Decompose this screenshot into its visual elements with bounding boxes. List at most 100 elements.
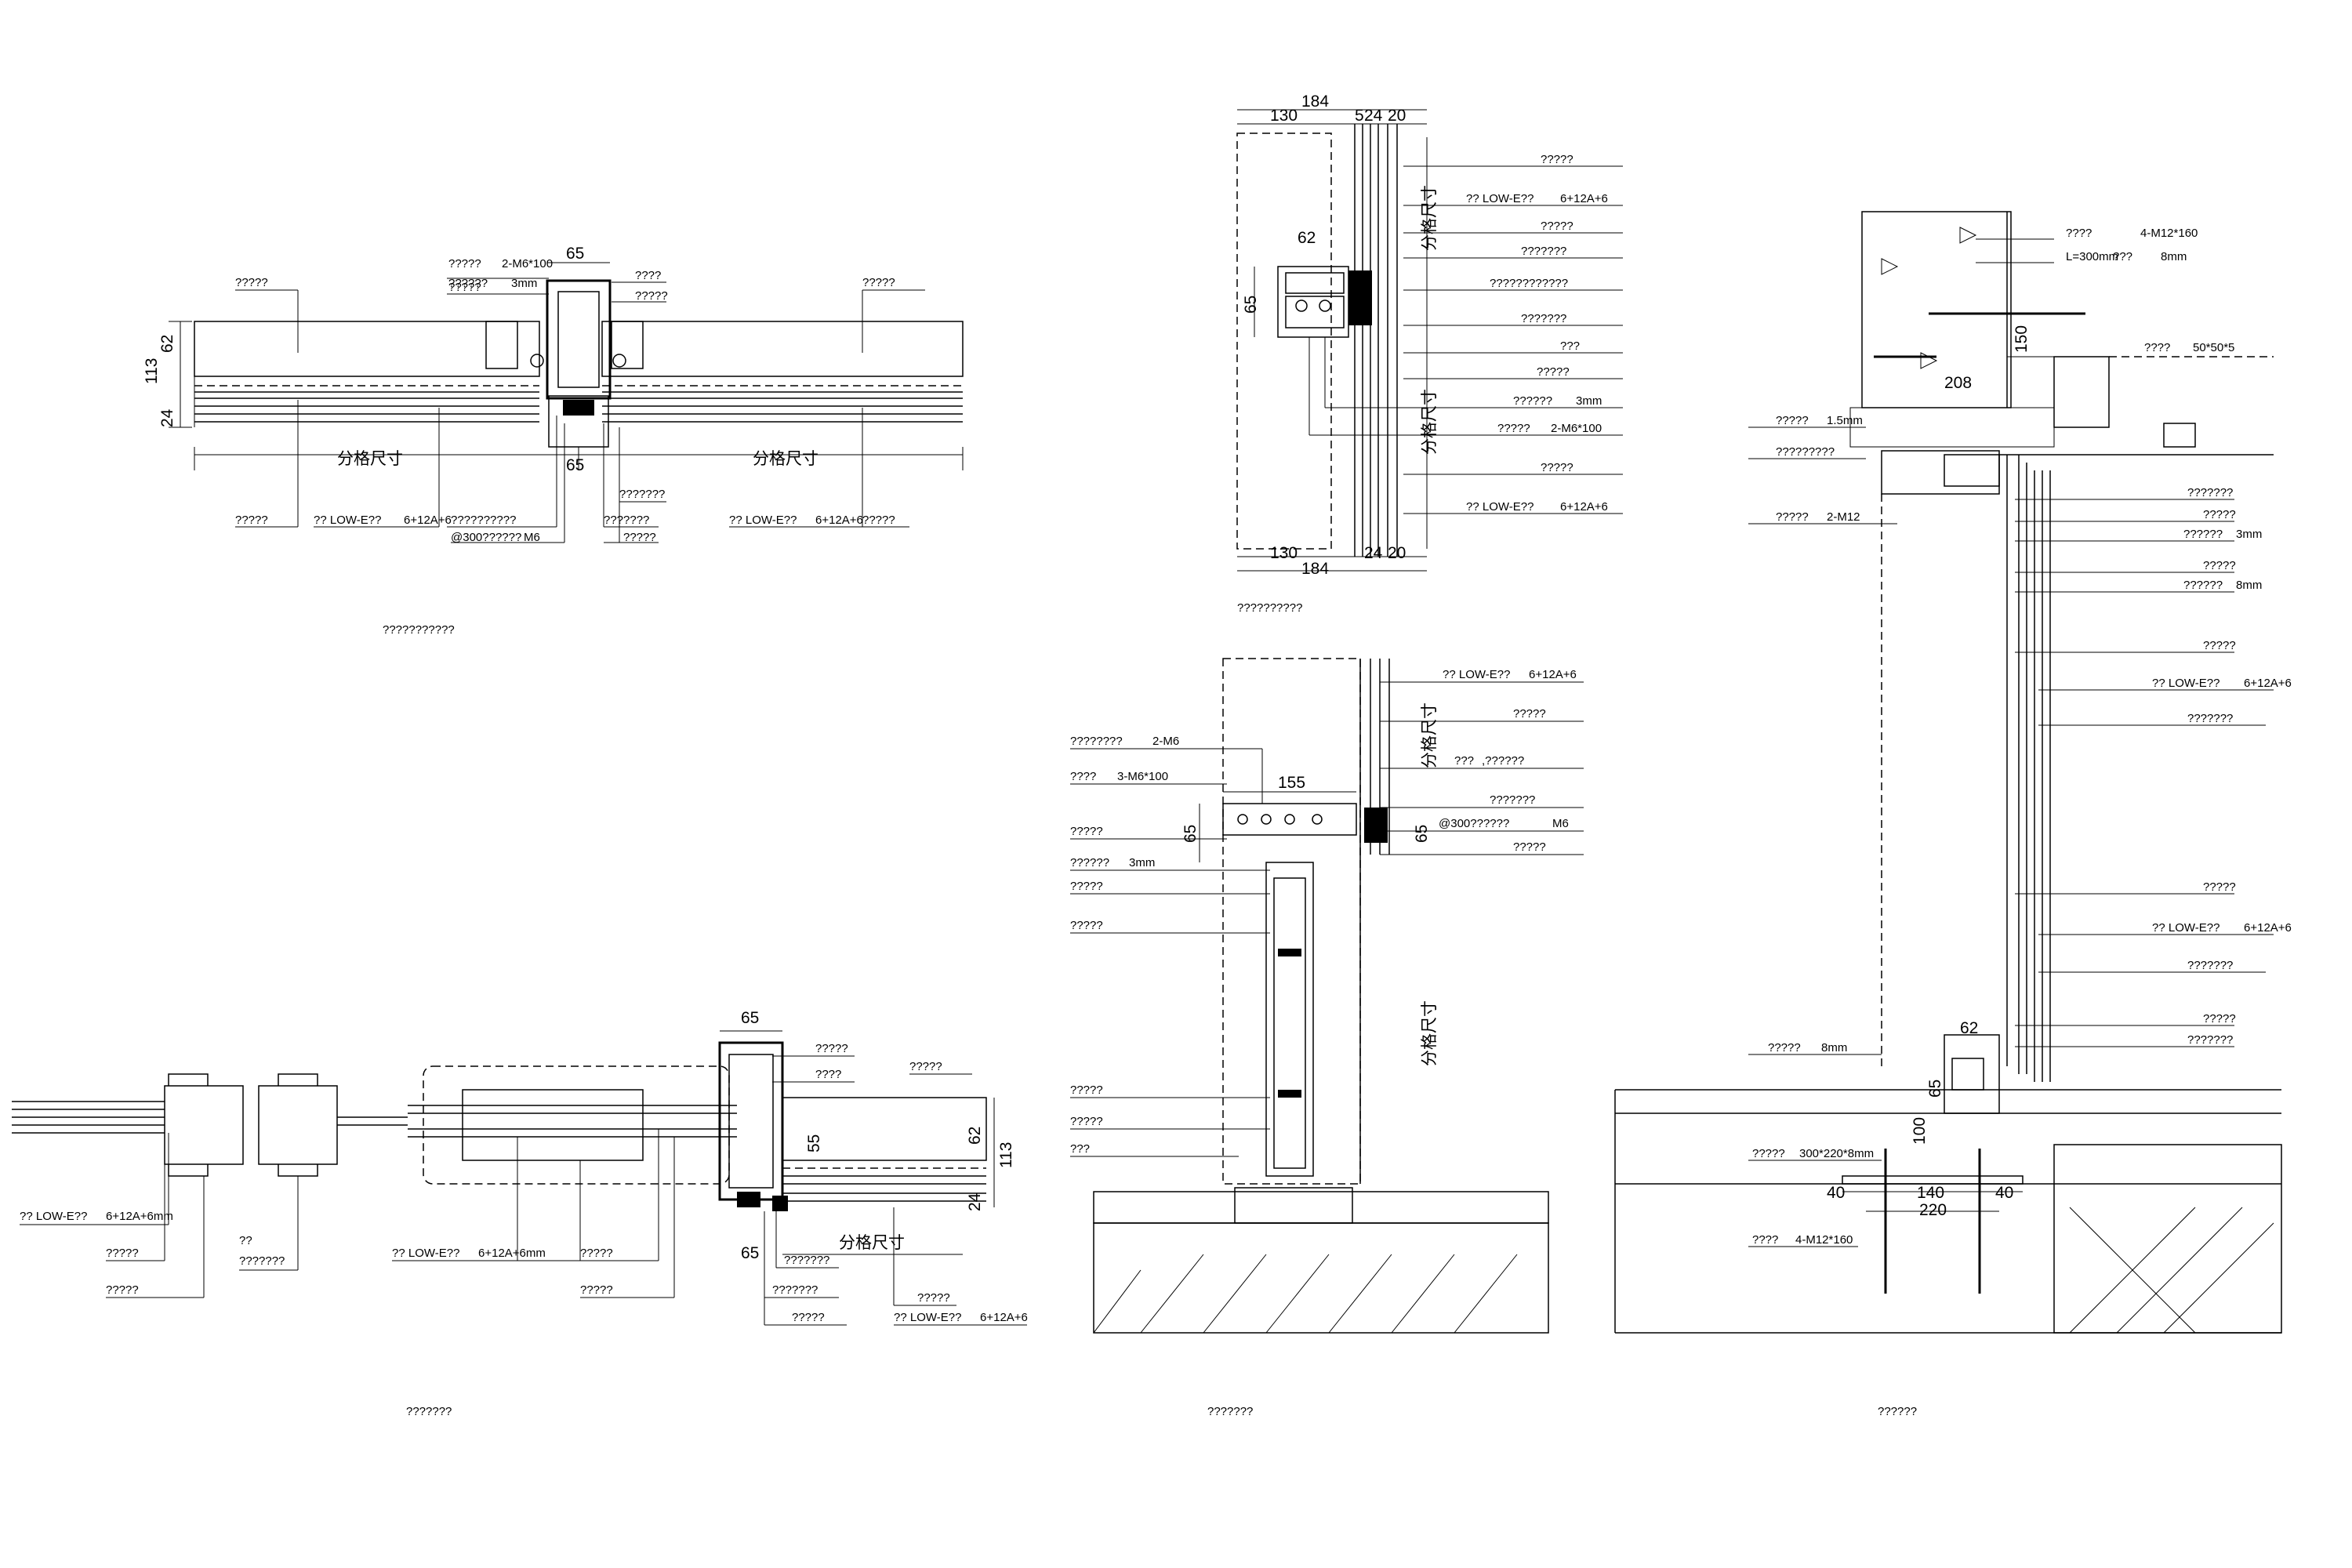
dim-40-left: 40 xyxy=(1827,1184,1845,1202)
callout-pb-10: ????? xyxy=(580,1283,613,1297)
callout-pb-15: ??????? xyxy=(772,1283,818,1297)
callout-st-6: ???????????? xyxy=(1490,277,1568,290)
callout-pb-7: ?? LOW-E?? xyxy=(392,1247,459,1260)
dim-55: 55 xyxy=(805,1134,823,1152)
dim-65-bottom: 65 xyxy=(566,456,584,474)
dim-65-top: 65 xyxy=(566,245,584,263)
callout-plan-top-16: ??????? xyxy=(619,488,665,501)
callout-pb-2: 6+12A+6mm xyxy=(106,1210,173,1223)
callout-r-1: ???? xyxy=(2066,227,2092,240)
callout-r-8: ????? xyxy=(1776,414,1809,427)
callout-r-5: 8mm xyxy=(2161,250,2187,263)
callout-pb-13: ????? xyxy=(909,1060,942,1073)
callout-r-33: 300*220*8mm xyxy=(1799,1147,1874,1160)
dim-184-top: 184 xyxy=(1301,93,1329,111)
dim-130-top: 130 xyxy=(1270,107,1298,125)
callout-st-8: ??? xyxy=(1560,339,1580,353)
dim-24: 24 xyxy=(966,1192,984,1211)
dim-62: 62 xyxy=(966,1127,984,1145)
callout-pb-9: ????? xyxy=(580,1247,613,1260)
callout-r-28: ????? xyxy=(2203,1012,2236,1025)
caption-plan-top: ??????????? xyxy=(383,623,455,637)
callout-pb-17: ????? xyxy=(917,1291,950,1305)
callout-st-4: ????? xyxy=(1541,220,1573,233)
callout-pb-16: ????? xyxy=(792,1311,825,1324)
grid-label-2: 分格尺寸 xyxy=(753,450,818,468)
callout-st-9: ????? xyxy=(1537,365,1570,379)
callout-r-26: 6+12A+6 xyxy=(2244,921,2292,935)
callout-plan-top-8: 3mm xyxy=(511,277,537,290)
callout-r-4: ??? xyxy=(2113,250,2132,263)
callout-r-15: ?????? xyxy=(2183,528,2223,541)
callout-st-3: 6+12A+6 xyxy=(1560,192,1608,205)
callout-r-17: ????? xyxy=(2203,559,2236,572)
callout-r-11: ????? xyxy=(1776,510,1809,524)
callout-plan-top-21: ????? xyxy=(862,514,895,527)
dim-40-right: 40 xyxy=(1995,1184,2013,1202)
callout-plan-top-19: ?? LOW-E?? xyxy=(729,514,797,527)
caption-section-right: ?????? xyxy=(1878,1405,1917,1418)
grid-label-plan-bottom: 分格尺寸 xyxy=(839,1234,905,1252)
callout-sb-16: ??? xyxy=(1454,754,1474,768)
callout-r-24: ????? xyxy=(2203,880,2236,894)
callout-r-18: ?????? xyxy=(2183,579,2223,592)
dim-20-top: 20 xyxy=(1388,107,1406,125)
callout-plan-top-17: ??????? xyxy=(604,514,649,527)
dim-113: 113 xyxy=(997,1142,1015,1168)
callout-sb-11: ????? xyxy=(1070,1115,1103,1128)
callout-sb-15: ????? xyxy=(1513,707,1546,720)
callout-sb-10: ????? xyxy=(1070,1083,1103,1097)
dim-150: 150 xyxy=(2013,325,2031,353)
callout-r-31: 8mm xyxy=(1821,1041,1847,1054)
callout-sb-9: ????? xyxy=(1070,919,1103,932)
callout-st-13: 2-M6*100 xyxy=(1551,422,1602,435)
callout-r-12: 2-M12 xyxy=(1827,510,1860,524)
dim-184-bottom: 184 xyxy=(1301,560,1329,578)
dim-24-bottom: 24 xyxy=(1364,544,1383,562)
callout-sb-5: ????? xyxy=(1070,825,1103,838)
callout-sb-13: ?? LOW-E?? xyxy=(1443,668,1510,681)
callout-r-27: ??????? xyxy=(2187,959,2233,972)
dim-65: 65 xyxy=(1926,1080,1944,1098)
dim-62: 62 xyxy=(1960,1019,1978,1037)
callout-st-1: ????? xyxy=(1541,153,1573,166)
callout-st-10: ?????? xyxy=(1513,394,1552,408)
callout-st-7: ??????? xyxy=(1521,312,1566,325)
callout-plan-top-1: ????? xyxy=(235,276,268,289)
callout-plan-top-13: ?????????? xyxy=(451,514,516,527)
dim-62: 62 xyxy=(1298,229,1316,247)
callout-plan-top-20: 6+12A+6 xyxy=(815,514,863,527)
callout-sb-19: @300?????? xyxy=(1439,817,1509,830)
callout-st-12: ????? xyxy=(1497,422,1530,435)
section-bottom-mid-view: 65 65 155 分格尺寸 分格尺寸 ???????? 2-M6 xyxy=(1070,658,1584,1418)
dim-65: 65 xyxy=(1242,296,1260,314)
grid-label-section-bottom-1: 分格尺寸 xyxy=(1421,702,1439,768)
dim-62: 62 xyxy=(158,335,176,353)
callout-plan-top-14: @300?????? xyxy=(451,531,521,544)
callout-pb-5: ??????? xyxy=(239,1254,285,1268)
callout-st-2: ?? LOW-E?? xyxy=(1466,192,1534,205)
callout-r-23: ??????? xyxy=(2187,712,2233,725)
callout-r-30: ????? xyxy=(1768,1041,1801,1054)
callout-pb-12: ???? xyxy=(815,1068,841,1081)
dim-140: 140 xyxy=(1917,1184,1944,1202)
callout-r-7: 50*50*5 xyxy=(2193,341,2234,354)
callout-pb-19: 6+12A+6 xyxy=(980,1311,1028,1324)
callout-plan-top-10: ????? xyxy=(635,289,668,303)
dim-65-left: 65 xyxy=(1181,825,1200,843)
callout-sb-21: ????? xyxy=(1513,840,1546,854)
callout-pb-1: ?? LOW-E?? xyxy=(20,1210,87,1223)
dim-208: 208 xyxy=(1944,374,1972,392)
callout-plan-top-5: ????? xyxy=(448,281,481,294)
callout-r-20: ????? xyxy=(2203,639,2236,652)
grid-label-section-bottom-2: 分格尺寸 xyxy=(1421,1000,1439,1066)
callout-plan-top-7: ?????? xyxy=(448,277,488,290)
callout-plan-top-9: ???? xyxy=(635,269,661,282)
callout-st-11: 3mm xyxy=(1576,394,1602,408)
callout-r-3: L=300mm xyxy=(2066,250,2118,263)
callout-plan-top-3: ????? xyxy=(235,514,268,527)
dim-24: 24 xyxy=(158,408,176,427)
callout-r-13: ??????? xyxy=(2187,486,2233,499)
dim-100: 100 xyxy=(1911,1117,1929,1145)
